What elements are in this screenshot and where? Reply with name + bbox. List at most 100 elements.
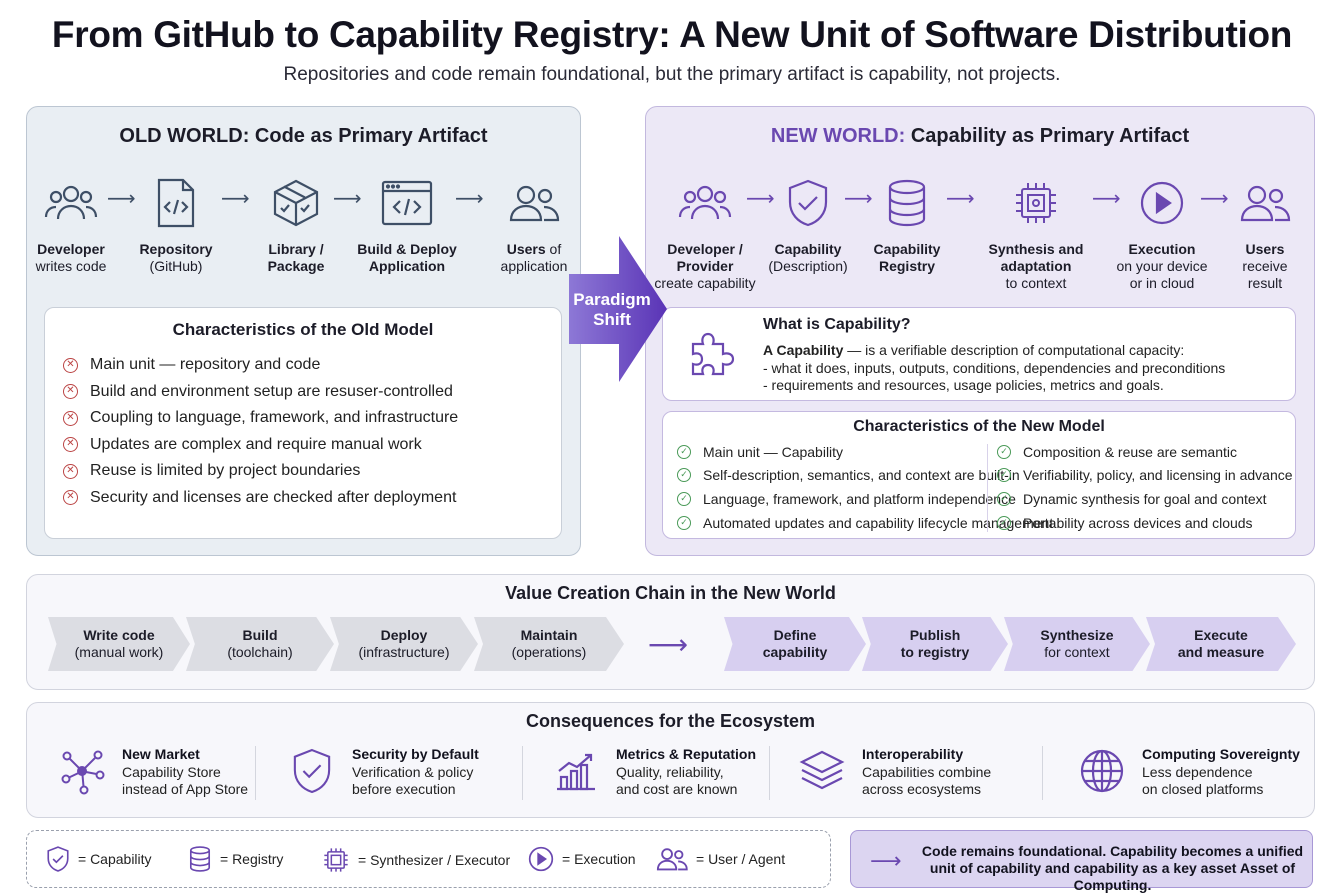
- flow-arrow: ⟶: [333, 188, 362, 210]
- flow-arrow: ⟶: [946, 188, 975, 210]
- old-characteristics-title: Characteristics of the Old Model: [172, 320, 434, 339]
- new-flow-registry: Capability Registry: [864, 175, 950, 275]
- list-item: ✕Security and licenses are checked after…: [63, 485, 458, 512]
- code-window-icon: [355, 175, 459, 231]
- legend-registry: = Registry: [188, 846, 283, 872]
- old-characteristics-card: Characteristics of the Old Model ✕Main u…: [44, 307, 562, 539]
- new-characteristics-title: Characteristics of the New Model: [853, 418, 1105, 435]
- x-circle-icon: ✕: [63, 437, 78, 453]
- old-flow-users: Users of application: [489, 175, 579, 275]
- shield-check-icon: [47, 846, 69, 872]
- divider: [522, 746, 523, 800]
- new-world-panel: NEW WORLD: Capability as Primary Artifac…: [645, 106, 1315, 556]
- flow-arrow: ⟶: [844, 188, 873, 210]
- users-icon: [650, 175, 760, 231]
- list-item: ✓Composition & reuse are semantic: [997, 440, 1293, 464]
- chain-step-write-code: Write code(manual work): [48, 617, 190, 671]
- old-flow-repository: Repository (GitHub): [133, 175, 219, 275]
- old-flow-developer: Developer writes code: [31, 175, 111, 275]
- consequence-interoperability: Interoperability Capabilities combine ac…: [794, 746, 991, 799]
- divider: [1042, 746, 1043, 800]
- legend-user-agent: = User / Agent: [656, 846, 785, 872]
- chain-step-deploy: Deploy(infrastructure): [330, 617, 478, 671]
- list-item: ✕Coupling to language, framework, and in…: [63, 405, 458, 432]
- list-item: ✓Automated updates and capability lifecy…: [677, 511, 1053, 535]
- shield-check-icon: [762, 175, 854, 231]
- list-item: ✓Portability across devices and clouds: [997, 511, 1293, 535]
- flow-arrow: ⟶: [746, 188, 775, 210]
- check-circle-icon: ✓: [997, 444, 1011, 459]
- layers-icon: [794, 746, 850, 796]
- new-flow-users: Users receive result: [1226, 175, 1304, 292]
- divider: [255, 746, 256, 800]
- legend-capability: = Capability: [46, 846, 152, 872]
- package-box-icon: [253, 175, 339, 231]
- check-circle-icon: ✓: [677, 444, 691, 459]
- list-item: ✕Main unit — repository and code: [63, 352, 458, 379]
- network-icon: [54, 746, 110, 796]
- flow-arrow: ⟶: [107, 188, 136, 210]
- page-title: From GitHub to Capability Registry: A Ne…: [51, 14, 1293, 55]
- consequence-new-market: New Market Capability Store instead of A…: [54, 746, 248, 799]
- old-characteristics-list: ✕Main unit — repository and code ✕Build …: [63, 352, 458, 511]
- play-icon: [528, 846, 554, 872]
- list-item: ✓Main unit — Capability: [677, 440, 1053, 464]
- chain-step-maintain: Maintain(operations): [474, 617, 624, 671]
- bar-chart-icon: [548, 746, 604, 796]
- new-characteristics-left: ✓Main unit — Capability ✓Self-descriptio…: [677, 440, 1053, 534]
- footer-note-text: Code remains foundational. Capability be…: [921, 843, 1304, 893]
- check-circle-icon: ✓: [677, 468, 691, 483]
- x-circle-icon: ✕: [63, 357, 78, 373]
- check-circle-icon: ✓: [997, 515, 1011, 530]
- database-icon: [189, 846, 211, 872]
- page-subtitle: Repositories and code remain foundationa…: [283, 64, 1061, 85]
- chain-step-build: Build(toolchain): [186, 617, 334, 671]
- consequences-title: Consequences for the Ecosystem: [525, 711, 816, 731]
- x-circle-icon: ✕: [63, 410, 78, 426]
- flow-arrow: ⟶: [455, 188, 484, 210]
- consequence-sovereignty: Computing Sovereignty Less dependence on…: [1074, 746, 1300, 799]
- new-flow-synthesis: Synthesis and adaptation to context: [982, 175, 1090, 292]
- list-item: ✓Self-description, semantics, and contex…: [677, 464, 1053, 488]
- old-world-title: OLD WORLD: Code as Primary Artifact: [119, 125, 488, 147]
- list-item: ✕Reuse is limited by project boundaries: [63, 458, 458, 485]
- consequence-metrics: Metrics & Reputation Quality, reliabilit…: [548, 746, 756, 799]
- new-flow-provider: Developer / Provider create capability: [650, 175, 760, 292]
- database-icon: [864, 175, 950, 231]
- check-circle-icon: ✓: [677, 515, 691, 530]
- paradigm-shift-label: Paradigm Shift: [573, 290, 651, 329]
- flow-arrow: ⟶: [1200, 188, 1229, 210]
- users-icon: [1226, 175, 1304, 231]
- chip-icon: [324, 848, 348, 872]
- puzzle-icon: [685, 326, 741, 387]
- list-item: ✓Verifiability, policy, and licensing in…: [997, 464, 1293, 488]
- x-circle-icon: ✕: [63, 384, 78, 400]
- list-item: ✓Dynamic synthesis for goal and context: [997, 487, 1293, 511]
- chain-arrow: ⟶: [648, 629, 689, 660]
- footer-note-box: [850, 830, 1313, 888]
- chip-icon: [982, 175, 1090, 231]
- old-flow-build-deploy: Build & Deploy Application: [355, 175, 459, 275]
- list-item: ✕Build and environment setup are resuser…: [63, 379, 458, 406]
- legend: [26, 830, 831, 888]
- check-circle-icon: ✓: [997, 468, 1011, 483]
- list-item: ✓Language, framework, and platform indep…: [677, 487, 1053, 511]
- list-item: ✕Updates are complex and require manual …: [63, 432, 458, 459]
- new-world-title: NEW WORLD: Capability as Primary Artifac…: [770, 125, 1190, 147]
- old-world-panel: OLD WORLD: Code as Primary Artifact Deve…: [26, 106, 581, 556]
- consequence-security: Security by Default Verification & polic…: [284, 746, 479, 799]
- value-chain-title: Value Creation Chain in the New World: [505, 583, 836, 603]
- x-circle-icon: ✕: [63, 463, 78, 479]
- users-icon: [656, 848, 688, 871]
- new-flow-capability: Capability (Description): [762, 175, 854, 275]
- old-flow-library: Library / Package: [253, 175, 339, 275]
- x-circle-icon: ✕: [63, 490, 78, 506]
- flow-arrow: ⟶: [221, 188, 250, 210]
- paradigm-shift-arrow: [569, 236, 667, 382]
- flow-arrow: ⟶: [1092, 188, 1121, 210]
- play-icon: [1110, 175, 1214, 231]
- users-icon: [31, 175, 111, 231]
